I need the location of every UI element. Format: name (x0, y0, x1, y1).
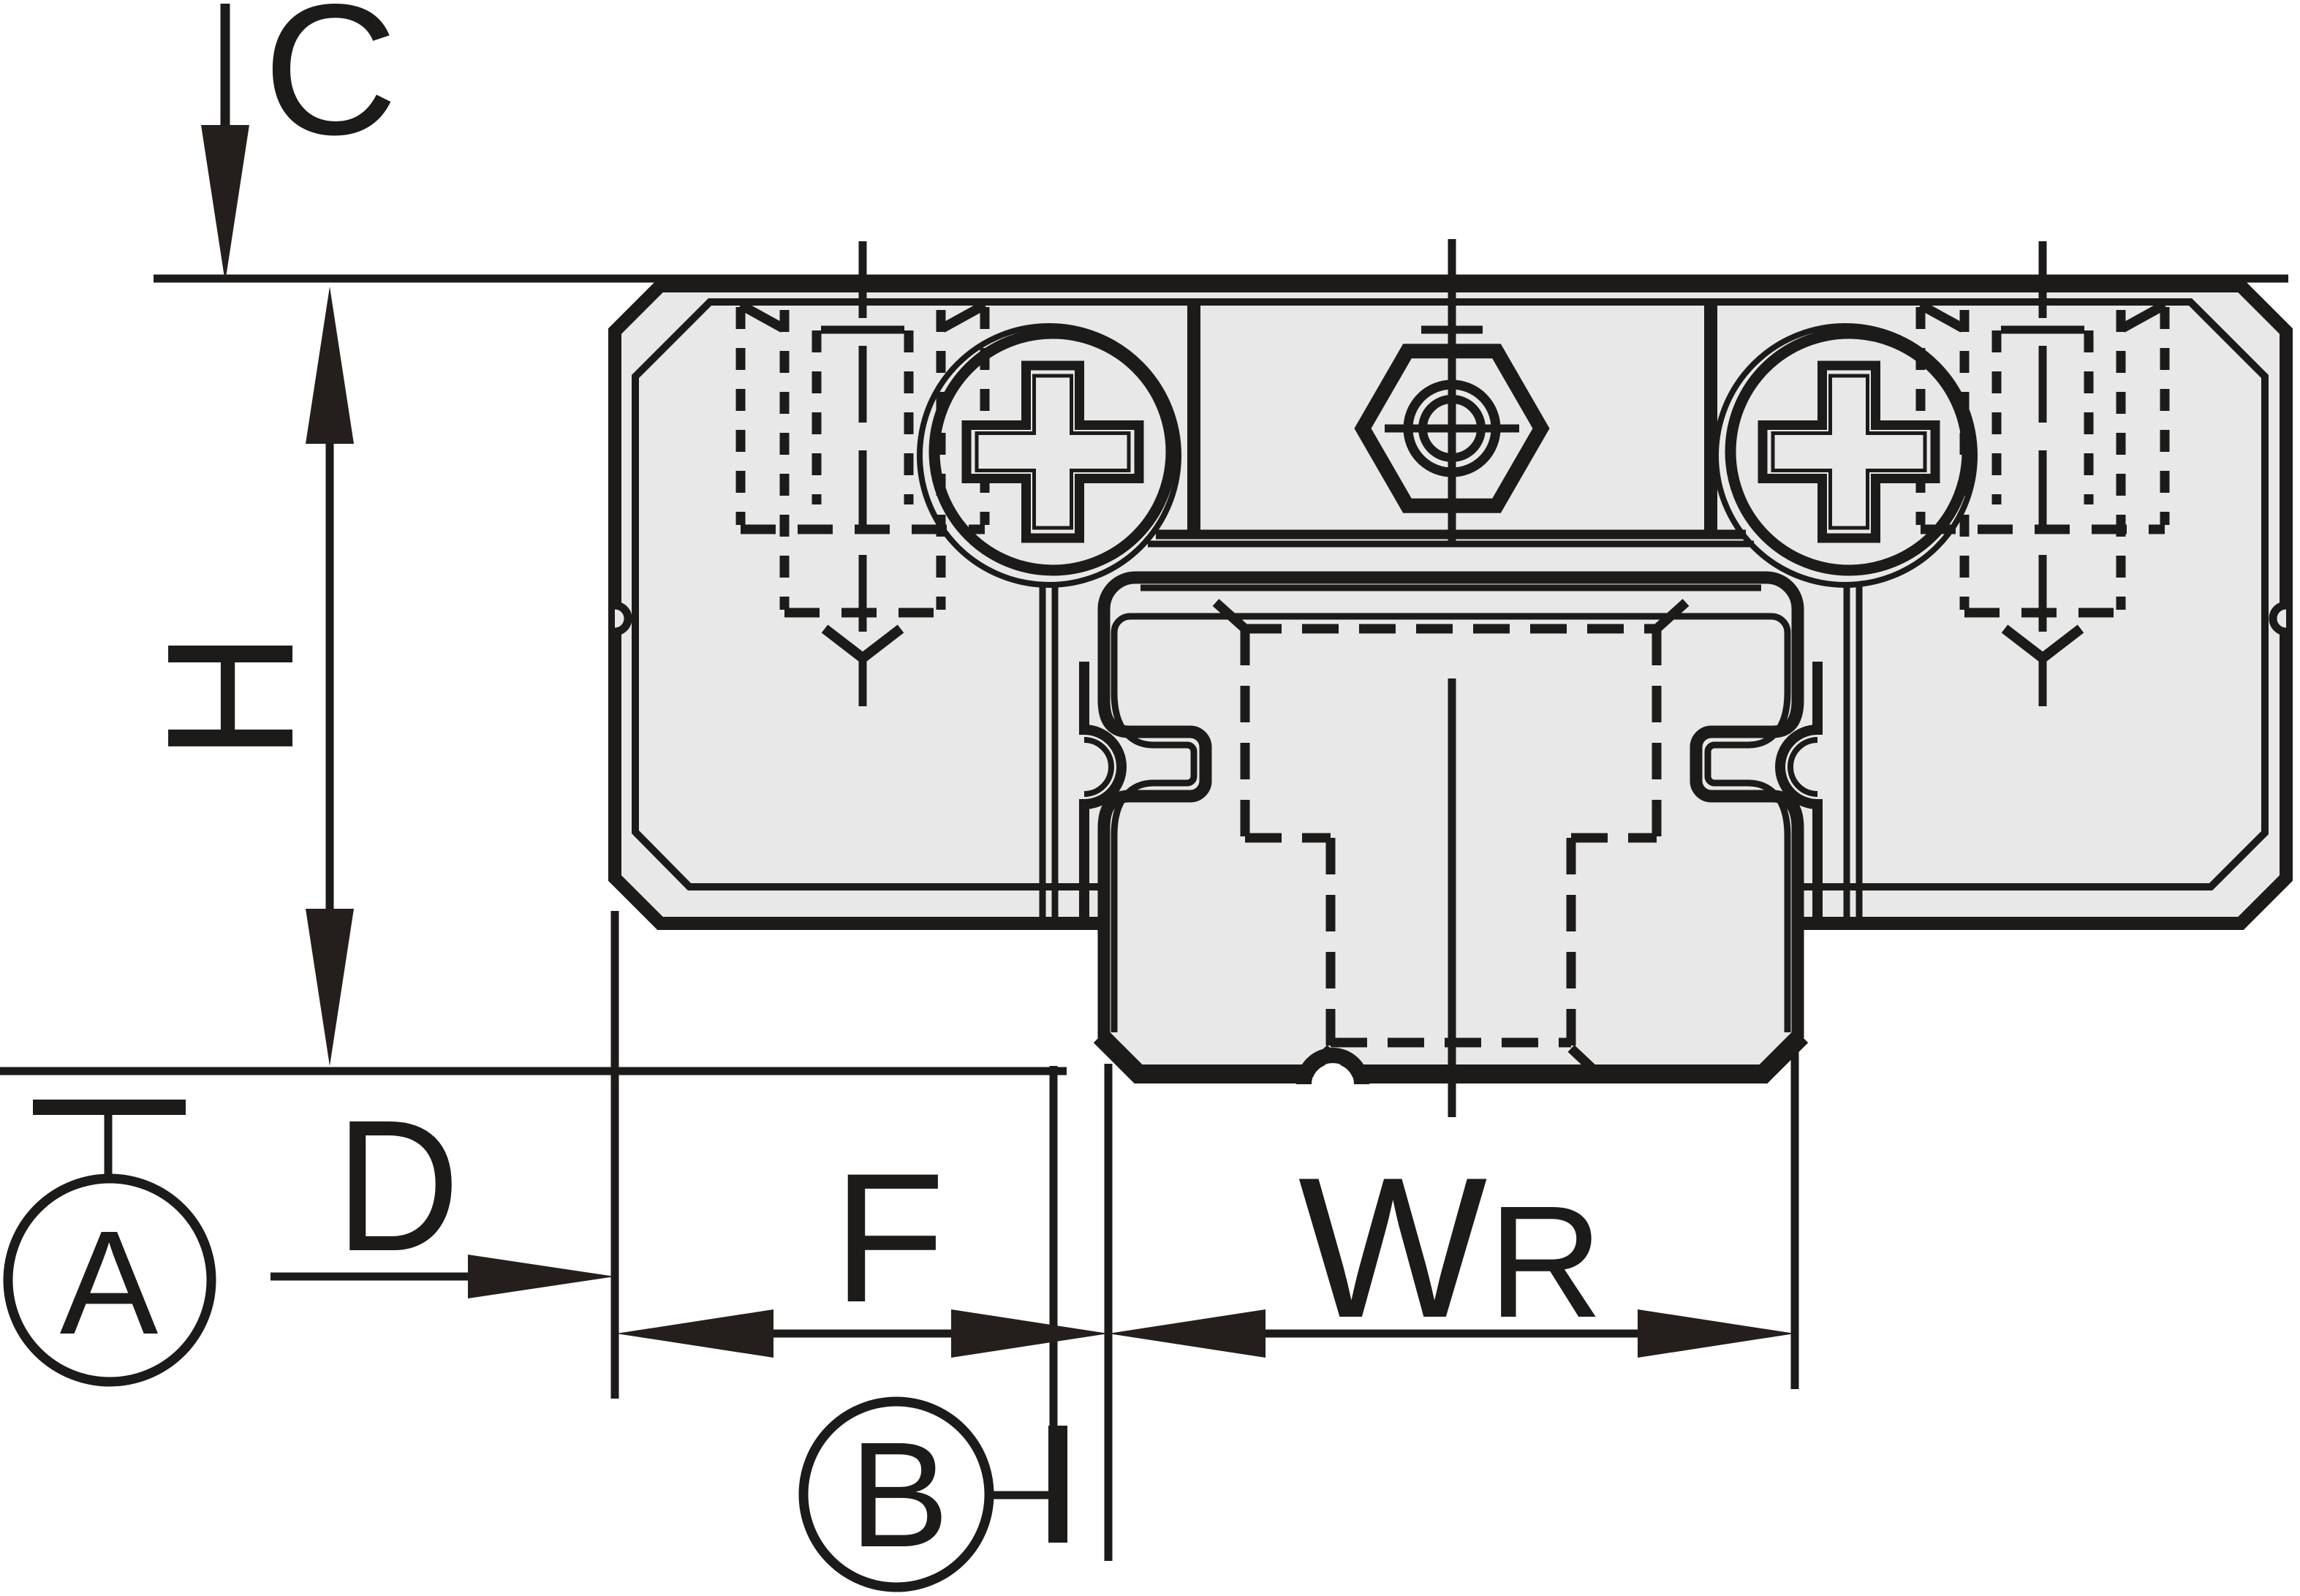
svg-text:B: B (850, 1411, 950, 1578)
svg-text:R: R (1488, 1173, 1603, 1351)
svg-text:W: W (1298, 1136, 1489, 1360)
svg-text:D: D (336, 1081, 460, 1290)
svg-text:F: F (833, 1135, 945, 1341)
svg-text:A: A (60, 1200, 159, 1365)
svg-text:H: H (129, 631, 331, 761)
svg-text:C: C (263, 0, 398, 174)
